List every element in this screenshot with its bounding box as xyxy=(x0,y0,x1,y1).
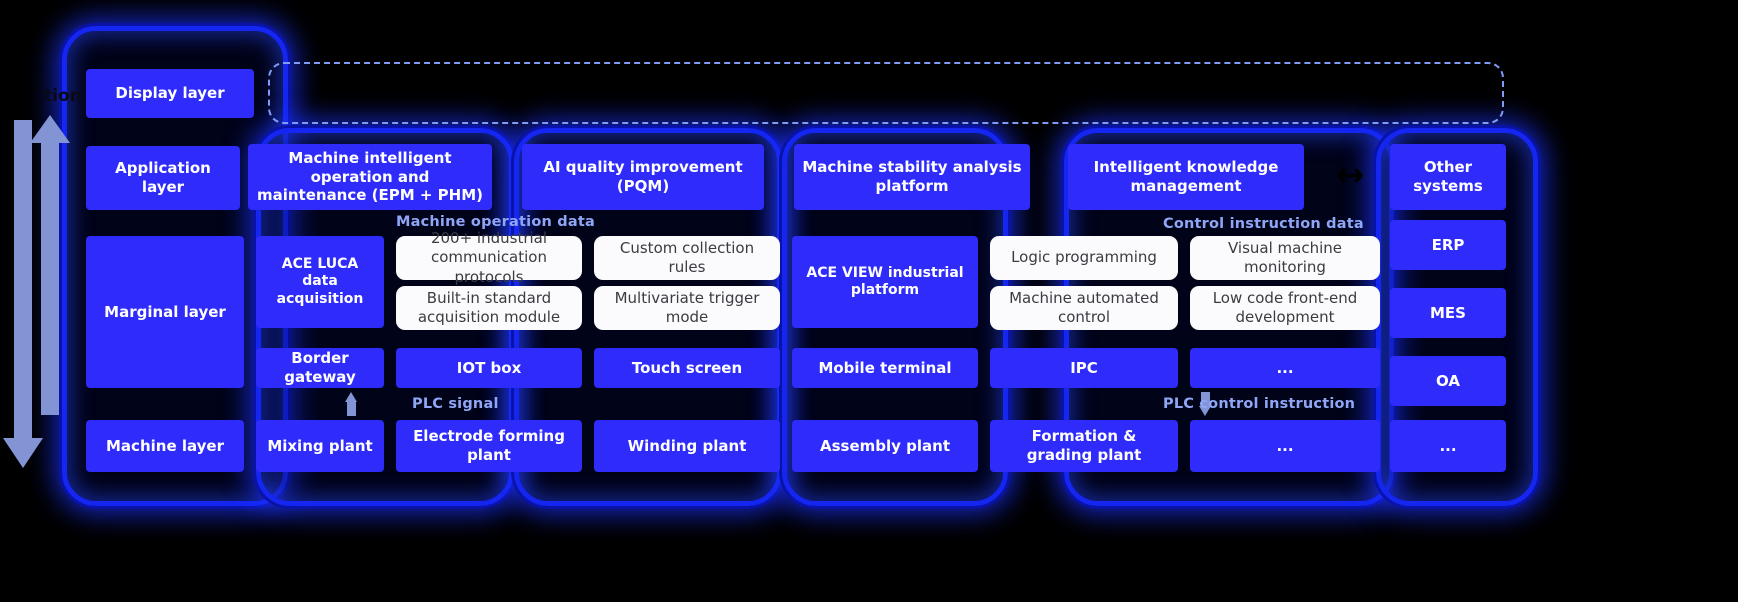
plc-signal-arrow-icon xyxy=(345,392,357,402)
marginal-white-automated-control[interactable]: Machine automated control xyxy=(990,286,1178,330)
flow-label-plc-signal: PLC signal xyxy=(412,396,499,412)
app-cell-other-systems[interactable]: Other systems xyxy=(1390,144,1506,210)
marginal-white-low-code[interactable]: Low code front-end development xyxy=(1190,286,1380,330)
app-cell-knowledge-management[interactable]: Intelligent knowledge management xyxy=(1068,144,1304,210)
row-label-application-layer: Application layer xyxy=(86,146,240,210)
device-iot-box[interactable]: IOT box xyxy=(396,348,582,388)
downward-flow-arrow xyxy=(3,120,43,468)
flow-label-machine-operation-data: Machine operation data xyxy=(396,214,595,230)
plc-control-arrow-shaft xyxy=(1201,392,1210,408)
right-system-oa[interactable]: OA xyxy=(1390,356,1506,406)
device-border-gateway[interactable]: Border gateway xyxy=(256,348,384,388)
platform-ace-luca[interactable]: ACE LUCA data acquisition xyxy=(256,236,384,328)
machine-mixing-plant[interactable]: Mixing plant xyxy=(256,420,384,472)
app-cell-ai-quality-pqm[interactable]: AI quality improvement (PQM) xyxy=(522,144,764,210)
plc-signal-arrow-shaft xyxy=(347,400,356,416)
device-mobile-terminal[interactable]: Mobile terminal xyxy=(792,348,978,388)
machine-electrode-forming-plant[interactable]: Electrode forming plant xyxy=(396,420,582,472)
upward-flow-arrow xyxy=(30,115,70,415)
row-label-machine-layer: Machine layer xyxy=(86,420,244,472)
machine-winding-plant[interactable]: Winding plant xyxy=(594,420,780,472)
row-label-display-layer: Display layer xyxy=(86,69,254,118)
dashed-display-region xyxy=(268,62,1504,124)
partial-cropped-label: tion xyxy=(44,86,82,106)
app-cell-machine-stability[interactable]: Machine stability analysis platform xyxy=(794,144,1030,210)
machine-more[interactable]: ... xyxy=(1190,420,1380,472)
marginal-white-protocols[interactable]: 200+ industrial communication protocols xyxy=(396,229,582,286)
machine-formation-grading-plant[interactable]: Formation & grading plant xyxy=(990,420,1178,472)
marginal-white-custom-rules[interactable]: Custom collection rules xyxy=(594,236,780,280)
machine-assembly-plant[interactable]: Assembly plant xyxy=(792,420,978,472)
marginal-white-standard-module[interactable]: Built-in standard acquisition module xyxy=(396,286,582,330)
flow-label-plc-control-instruction: PLC control instruction xyxy=(1163,396,1356,412)
right-system-erp[interactable]: ERP xyxy=(1390,220,1506,270)
machine-right-more[interactable]: ... xyxy=(1390,420,1506,472)
marginal-white-visual-monitoring[interactable]: Visual machine monitoring xyxy=(1190,236,1380,280)
device-touch-screen[interactable]: Touch screen xyxy=(594,348,780,388)
device-more[interactable]: ... xyxy=(1190,348,1380,388)
platform-ace-view[interactable]: ACE VIEW industrial platform xyxy=(792,236,978,328)
right-system-mes[interactable]: MES xyxy=(1390,288,1506,338)
marginal-white-logic-programming[interactable]: Logic programming xyxy=(990,236,1178,280)
marginal-white-trigger-mode[interactable]: Multivariate trigger mode xyxy=(594,286,780,330)
flow-label-control-instruction-data: Control instruction data xyxy=(1163,216,1364,232)
app-cell-epm-phm[interactable]: Machine intelligent operation and mainte… xyxy=(248,144,492,210)
device-ipc[interactable]: IPC xyxy=(990,348,1178,388)
row-label-marginal-layer: Marginal layer xyxy=(86,236,244,388)
plc-control-arrow-icon xyxy=(1199,406,1211,416)
bidirectional-arrow-icon: ↔ xyxy=(1336,155,1365,195)
